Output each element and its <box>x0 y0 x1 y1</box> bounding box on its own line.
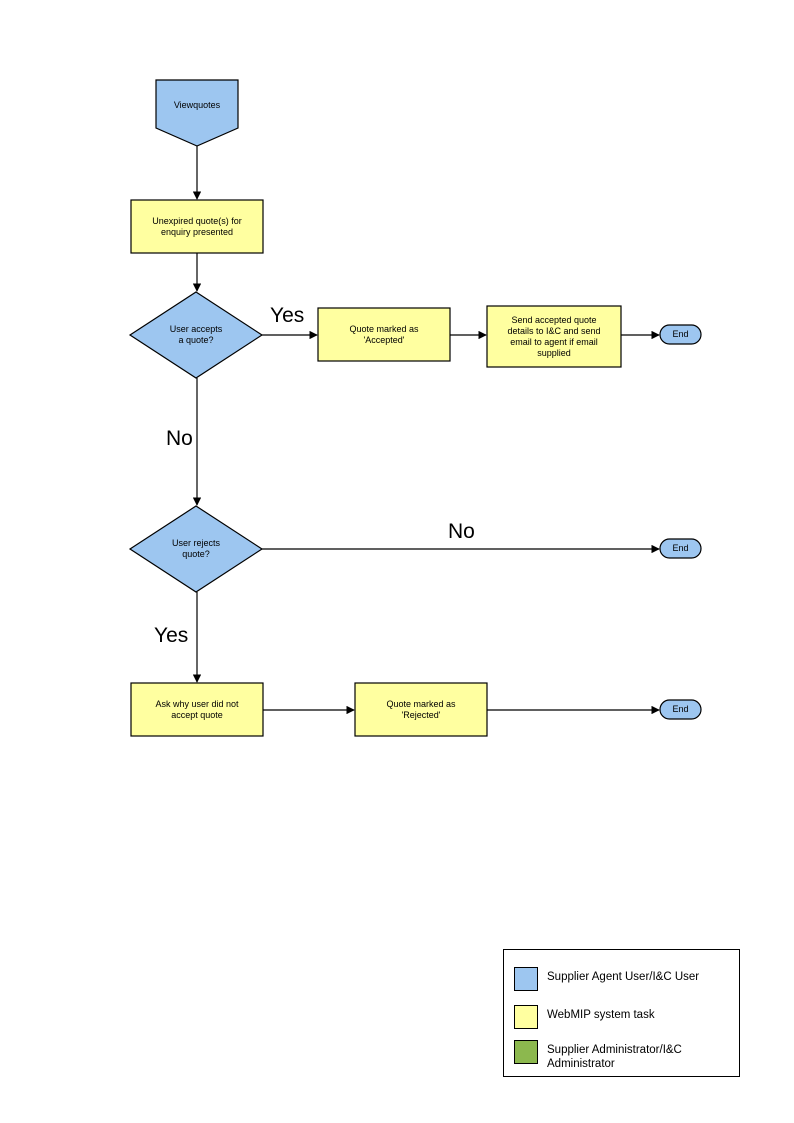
end-node-accepted-shape[interactable] <box>659 324 702 345</box>
node-shape-group <box>128 79 702 737</box>
decision-user-rejects-quote-shape[interactable] <box>128 505 264 593</box>
start-node-view-quotes-shape[interactable] <box>155 79 239 147</box>
process-quote-marked-rejected-shape[interactable] <box>354 682 488 737</box>
decision-user-accepts-quote-shape[interactable] <box>128 291 264 379</box>
legend-swatch-yellow <box>514 1005 538 1029</box>
process-send-accepted-quote-details-shape[interactable] <box>486 305 622 368</box>
process-quote-marked-accepted-shape[interactable] <box>317 307 451 362</box>
legend-item-supplier-agent-user: Supplier Agent User/I&C User <box>514 967 699 991</box>
end-node-no-rejection-shape[interactable] <box>659 538 702 559</box>
legend-item-supplier-administrator: Supplier Administrator/I&C Administrator <box>514 1040 729 1071</box>
edge-label-yes-rejects: Yes <box>154 624 189 647</box>
legend-swatch-green <box>514 1040 538 1064</box>
legend-label-supplier-agent-user: Supplier Agent User/I&C User <box>547 971 700 983</box>
legend-box: Supplier Agent User/I&C User WebMIP syst… <box>503 949 740 1077</box>
legend-label-supplier-administrator: Supplier Administrator/I&C Administrator <box>547 1044 682 1070</box>
process-unexpired-quotes-shape[interactable] <box>130 199 264 254</box>
edge-label-yes-accepts: Yes <box>270 304 305 327</box>
edge-label-no-accepts: No <box>166 427 193 450</box>
legend-item-webmip-system-task: WebMIP system task <box>514 1005 655 1029</box>
process-ask-why-not-accepted-shape[interactable] <box>130 682 264 737</box>
connector-group <box>192 146 660 715</box>
end-node-rejected-shape[interactable] <box>659 699 702 720</box>
edge-label-no-rejects: No <box>448 520 475 543</box>
legend-swatch-blue <box>514 967 538 991</box>
legend-label-webmip-system-task: WebMIP system task <box>547 1009 655 1021</box>
